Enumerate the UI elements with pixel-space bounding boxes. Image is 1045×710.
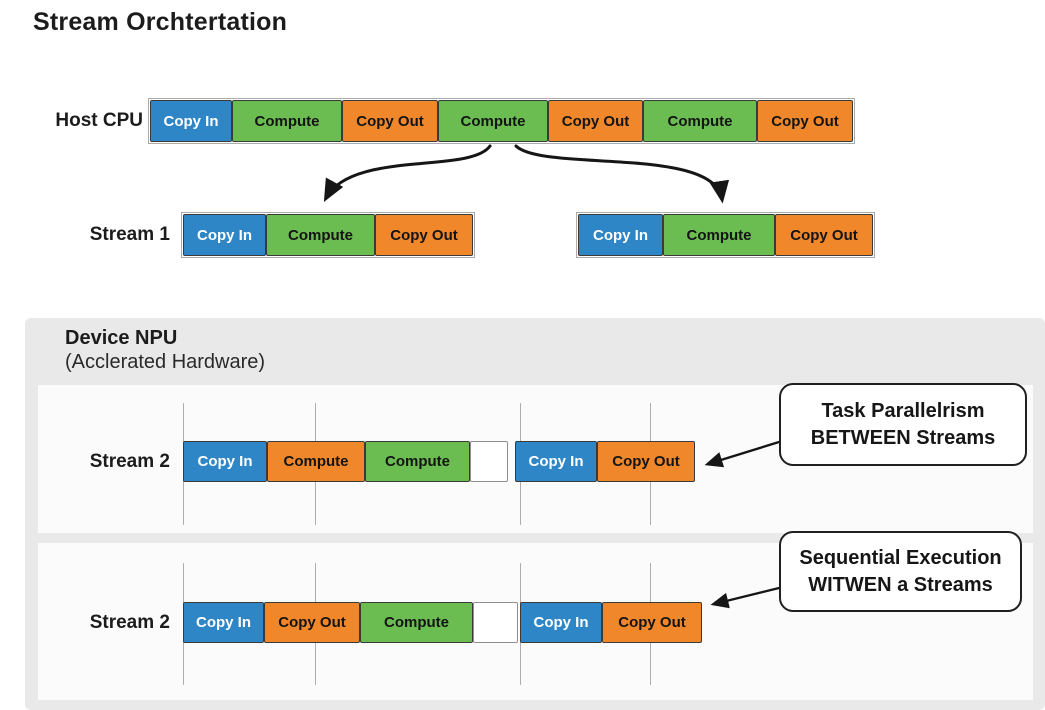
- device-npu-box: Device NPU (Acclerated Hardware) Stream …: [25, 318, 1045, 710]
- fork-arrow-left: [323, 144, 492, 202]
- empty-slot: [470, 441, 508, 482]
- host-cpu-label: Host CPU: [55, 110, 143, 131]
- block-copy-out: Copy Out: [264, 602, 360, 643]
- block-copy-out: Copy Out: [757, 100, 853, 142]
- callout-task-parallelism-line2: BETWEEN Streams: [810, 426, 996, 449]
- block-copy-in: Copy In: [520, 602, 602, 643]
- block-compute: Compute: [232, 100, 342, 142]
- block-compute: Compute: [266, 214, 375, 256]
- block-copy-out: Copy Out: [548, 100, 643, 142]
- block-copy-out: Copy Out: [375, 214, 473, 256]
- callout-sequential-execution-line2: WITWEN a Streams: [808, 573, 993, 596]
- block-copy-in: Copy In: [183, 214, 266, 256]
- block-compute: Compute: [663, 214, 775, 256]
- callout-sequential-execution: Sequential Execution WITWEN a Streams: [779, 531, 1022, 612]
- empty-slot: [473, 602, 518, 643]
- block-copy-out: Copy Out: [602, 602, 702, 643]
- block-compute: Compute: [267, 441, 365, 482]
- block-compute: Compute: [438, 100, 548, 142]
- stream2-top-label: Stream 2: [89, 451, 170, 472]
- block-copy-in: Copy In: [150, 100, 232, 142]
- npu-title: Device NPU: [65, 327, 178, 349]
- block-copy-in: Copy In: [183, 441, 267, 482]
- fork-arrow-right: [514, 144, 730, 204]
- block-compute: Compute: [365, 441, 470, 482]
- stream1-label: Stream 1: [89, 224, 170, 245]
- block-copy-in: Copy In: [578, 214, 663, 256]
- callout-task-parallelism: Task Parallelrism BETWEEN Streams: [779, 383, 1027, 466]
- block-copy-out: Copy Out: [342, 100, 438, 142]
- callout-task-parallelism-line1: Task Parallelrism: [821, 399, 985, 422]
- callout-sequential-execution-line1: Sequential Execution: [799, 546, 1002, 569]
- block-copy-in: Copy In: [515, 441, 597, 482]
- block-copy-out: Copy Out: [775, 214, 873, 256]
- npu-subtitle: (Acclerated Hardware): [65, 351, 266, 373]
- stream2-bottom-label: Stream 2: [89, 612, 170, 633]
- block-copy-out: Copy Out: [597, 441, 695, 482]
- block-compute: Compute: [360, 602, 473, 643]
- block-copy-in: Copy In: [183, 602, 264, 643]
- page-title: Stream Orchtertation: [33, 8, 288, 36]
- spacer: [508, 441, 515, 482]
- block-compute: Compute: [643, 100, 757, 142]
